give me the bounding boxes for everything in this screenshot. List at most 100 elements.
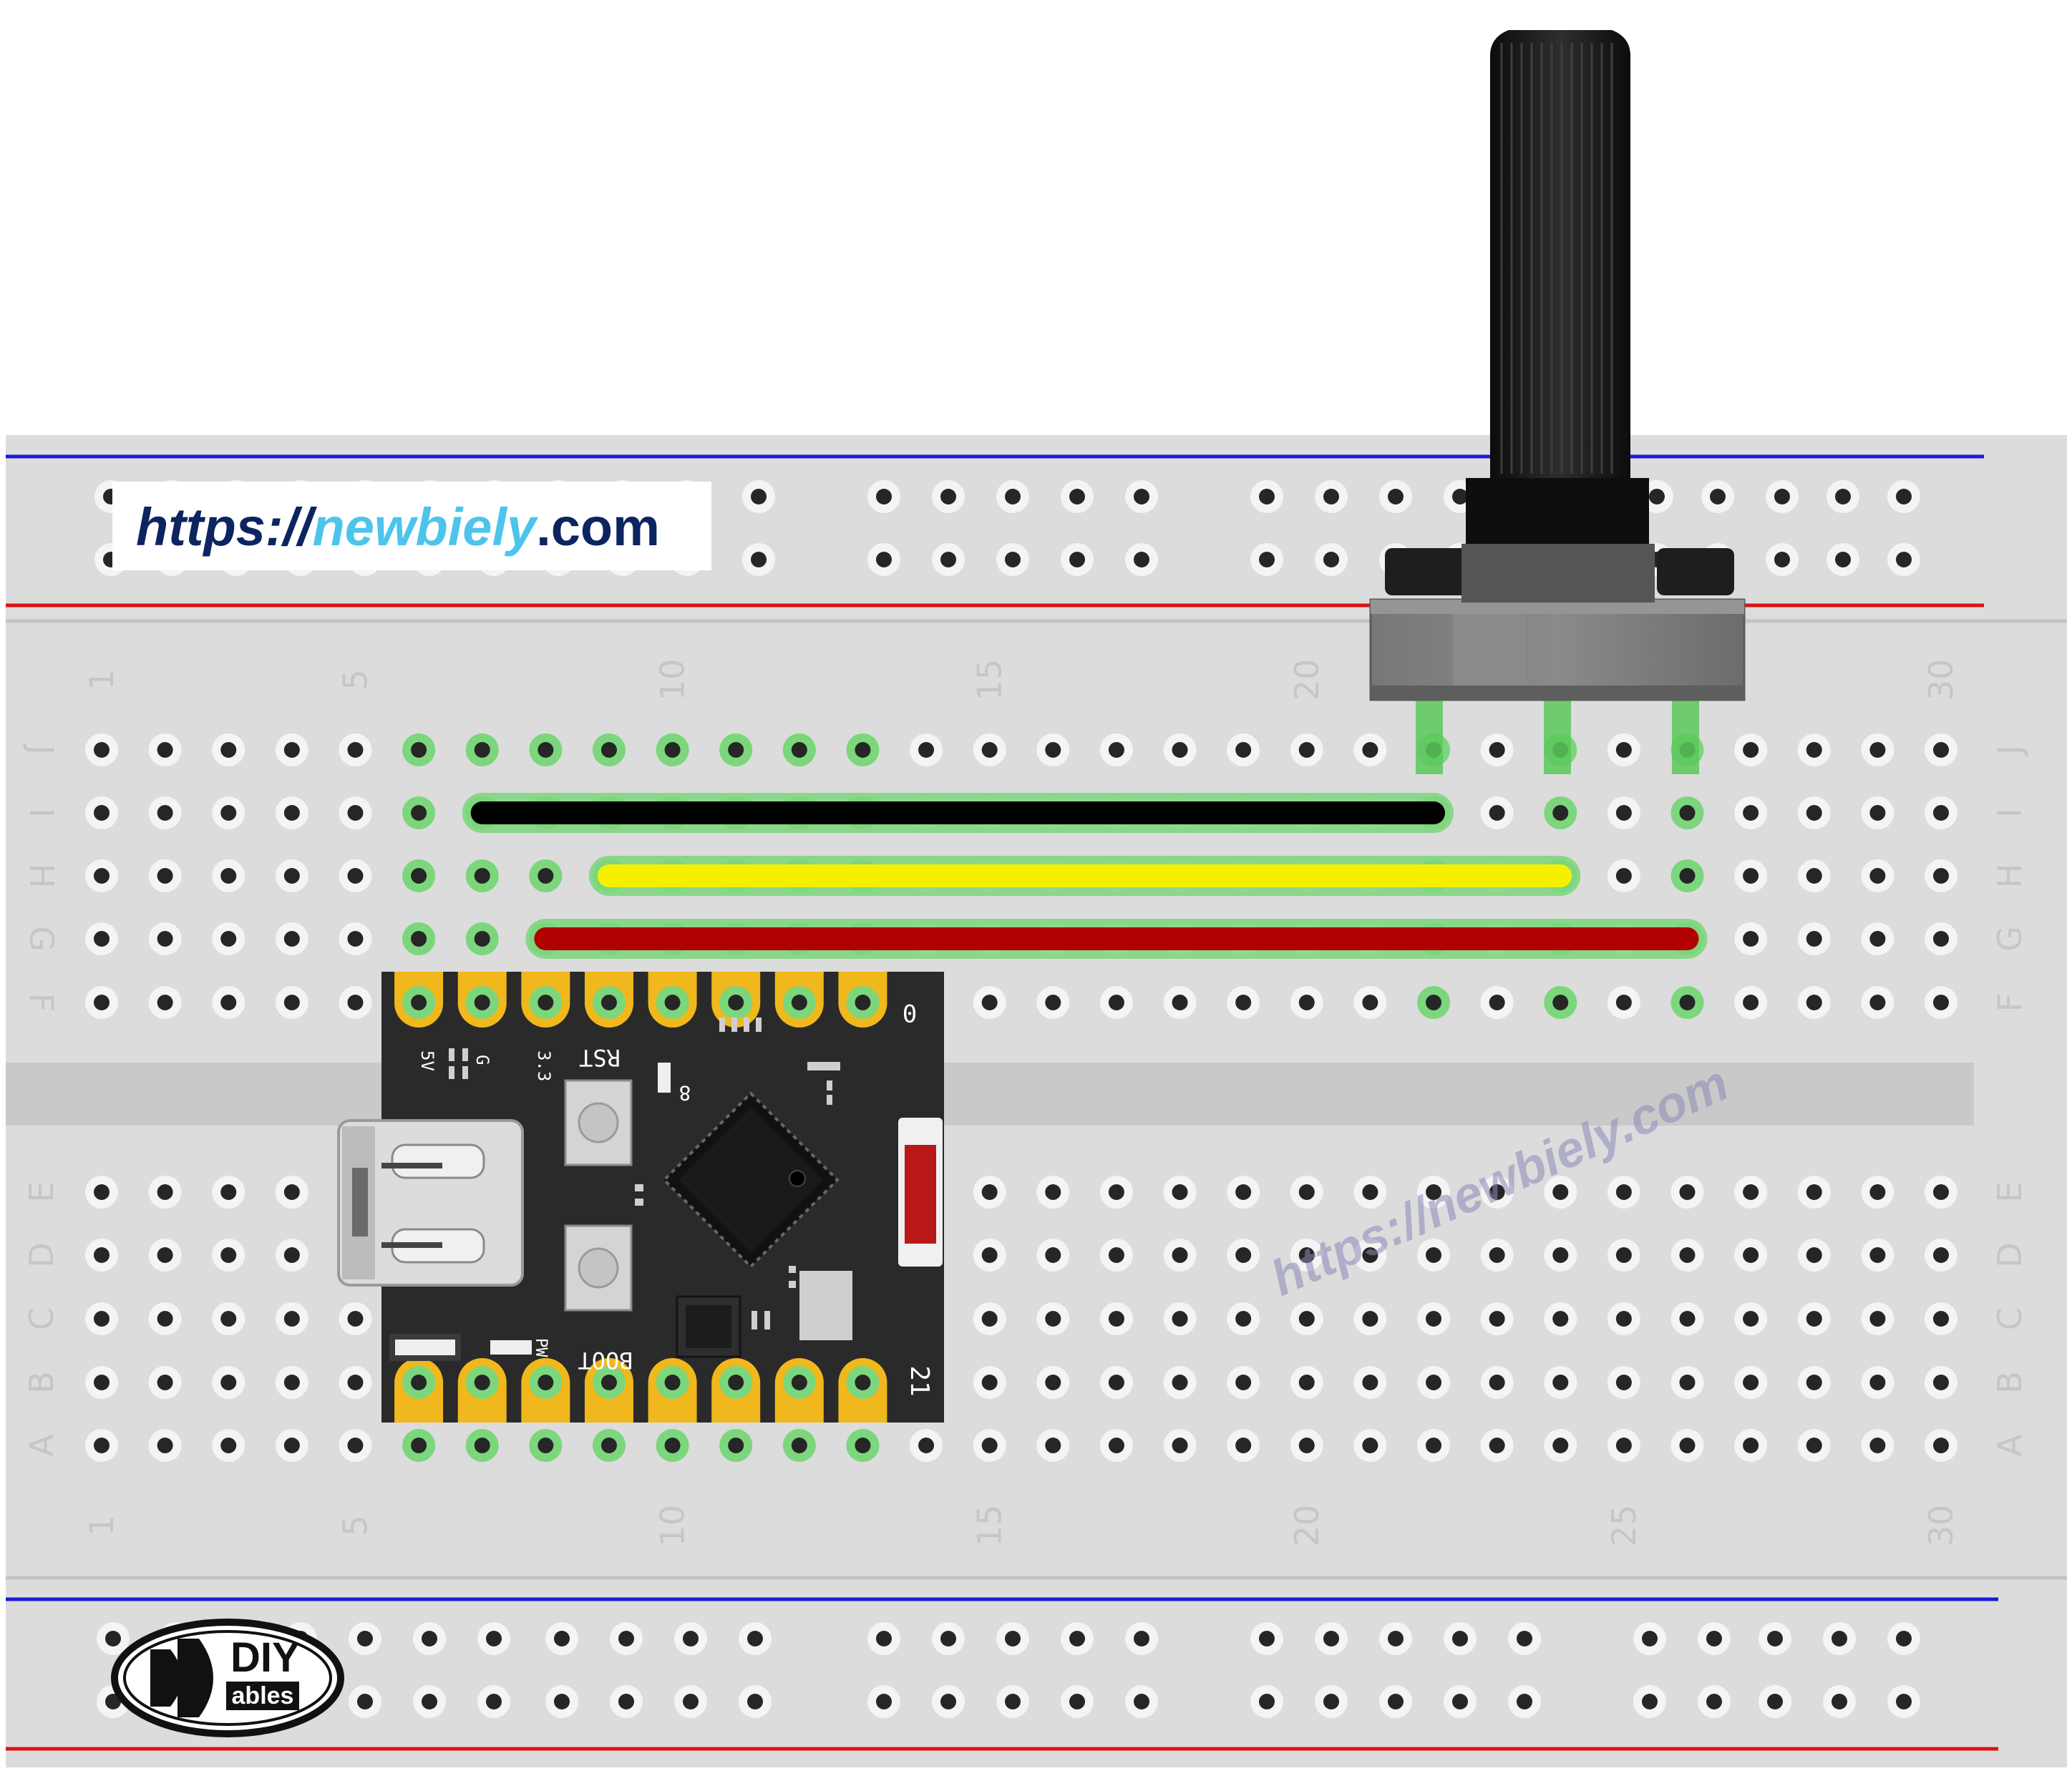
- hole-C29: [1861, 1302, 1895, 1335]
- hole-A28: [1797, 1429, 1831, 1462]
- watermark-top: https://newbiely.com: [112, 482, 711, 570]
- row-label-right-A: A: [1990, 1434, 2029, 1457]
- hole-C28: [1797, 1302, 1831, 1335]
- hole-E2: [148, 1176, 182, 1209]
- hole-I27: [1734, 796, 1768, 829]
- hole-G3: [212, 922, 245, 955]
- hole-F24: [1544, 986, 1577, 1019]
- watermark-suffix: .com: [536, 497, 660, 557]
- hole-G5: [339, 922, 372, 955]
- hole-D25: [1607, 1239, 1640, 1272]
- rail-hole: [1759, 1685, 1791, 1718]
- hole-J1: [85, 733, 118, 766]
- hole-F28: [1797, 986, 1831, 1019]
- hole-J14: [910, 733, 943, 766]
- hole-A5: [339, 1429, 372, 1462]
- hole-B20: [1290, 1366, 1323, 1399]
- rail-hole: [1379, 1622, 1412, 1655]
- rail-hole: [867, 1622, 900, 1655]
- hole-E17: [1099, 1176, 1133, 1209]
- hole-I4: [275, 796, 308, 829]
- hole-A8: [529, 1429, 563, 1462]
- hole-A6: [402, 1429, 436, 1462]
- boot-button: [564, 1224, 633, 1312]
- row-label-right-B: B: [1990, 1371, 2029, 1394]
- hole-C24: [1544, 1302, 1577, 1335]
- hole-E20: [1290, 1176, 1323, 1209]
- logo-diy: DIY: [230, 1634, 300, 1681]
- hole-C1: [85, 1302, 118, 1335]
- esp32-c3-board: 5V G 3.3 RST 0 8 BOOT PW 21: [337, 972, 944, 1423]
- hole-D29: [1861, 1239, 1895, 1272]
- hole-D17: [1099, 1239, 1133, 1272]
- rail-hole: [97, 1622, 130, 1655]
- row-label-right-H: H: [1990, 864, 2029, 889]
- header-pad-top-9: [584, 972, 633, 1028]
- hole-D26: [1670, 1239, 1704, 1272]
- hole-D30: [1924, 1239, 1957, 1272]
- jumper-wires: [462, 793, 1708, 959]
- hole-G27: [1734, 922, 1768, 955]
- hole-J16: [1036, 733, 1070, 766]
- hole-F18: [1163, 986, 1197, 1019]
- rail-hole: [1379, 1685, 1412, 1718]
- header-pad-bottom-12: [774, 1358, 824, 1423]
- hole-G30: [1924, 922, 1957, 955]
- silk-8: 8: [679, 1081, 691, 1105]
- hole-B19: [1227, 1366, 1260, 1399]
- rail-hole: [1315, 480, 1348, 513]
- hole-A2: [148, 1429, 182, 1462]
- silk-rst: RST: [579, 1044, 621, 1071]
- hole-H5: [339, 859, 372, 892]
- silk-5v: 5V: [417, 1050, 437, 1071]
- rail-hole: [739, 1622, 772, 1655]
- hole-C18: [1163, 1302, 1197, 1335]
- hole-G2: [148, 922, 182, 955]
- hole-E25: [1607, 1176, 1640, 1209]
- hole-B22: [1417, 1366, 1451, 1399]
- silk-pin21: 21: [905, 1365, 934, 1396]
- hole-H1: [85, 859, 118, 892]
- hole-D24: [1544, 1239, 1577, 1272]
- rail-hole: [739, 1685, 772, 1718]
- hole-B26: [1670, 1366, 1704, 1399]
- rail-hole: [742, 480, 775, 513]
- hole-J21: [1353, 733, 1387, 766]
- hole-I1: [85, 796, 118, 829]
- hole-H2: [148, 859, 182, 892]
- hole-I6: [402, 796, 436, 829]
- row-label-right-G: G: [1990, 926, 2029, 952]
- pot-leg-3: [1672, 700, 1699, 774]
- silk-gnd: G: [472, 1055, 492, 1065]
- hole-A1: [85, 1429, 118, 1462]
- hole-H8: [529, 859, 563, 892]
- hole-H6: [402, 859, 436, 892]
- rail-hole: [1315, 1622, 1348, 1655]
- rail-hole: [996, 1622, 1029, 1655]
- header-pad-bottom-11: [711, 1358, 761, 1423]
- pw-led: [490, 1340, 532, 1355]
- hole-F19: [1227, 986, 1260, 1019]
- hole-A30: [1924, 1429, 1957, 1462]
- rail-hole: [1887, 543, 1920, 576]
- potentiometer-legs: [1416, 700, 1699, 774]
- hole-H26: [1670, 859, 1704, 892]
- regulator-chip: [676, 1295, 741, 1358]
- hole-C21: [1353, 1302, 1387, 1335]
- rail-hole: [1250, 1622, 1283, 1655]
- rail-hole: [1315, 543, 1348, 576]
- hole-E16: [1036, 1176, 1070, 1209]
- header-pad-bottom-6: [394, 1358, 444, 1423]
- hole-I23: [1480, 796, 1514, 829]
- rail-hole: [932, 1685, 965, 1718]
- hole-D1: [85, 1239, 118, 1272]
- rail-hole: [1887, 480, 1920, 513]
- hole-C20: [1290, 1302, 1323, 1335]
- hole-B25: [1607, 1366, 1640, 1399]
- hole-D4: [275, 1239, 308, 1272]
- hole-E24: [1544, 1176, 1577, 1209]
- rail-hole: [1125, 543, 1158, 576]
- row-label-right-F: F: [1990, 993, 2029, 1012]
- rail-hole: [413, 1622, 446, 1655]
- rail-hole: [545, 1685, 578, 1718]
